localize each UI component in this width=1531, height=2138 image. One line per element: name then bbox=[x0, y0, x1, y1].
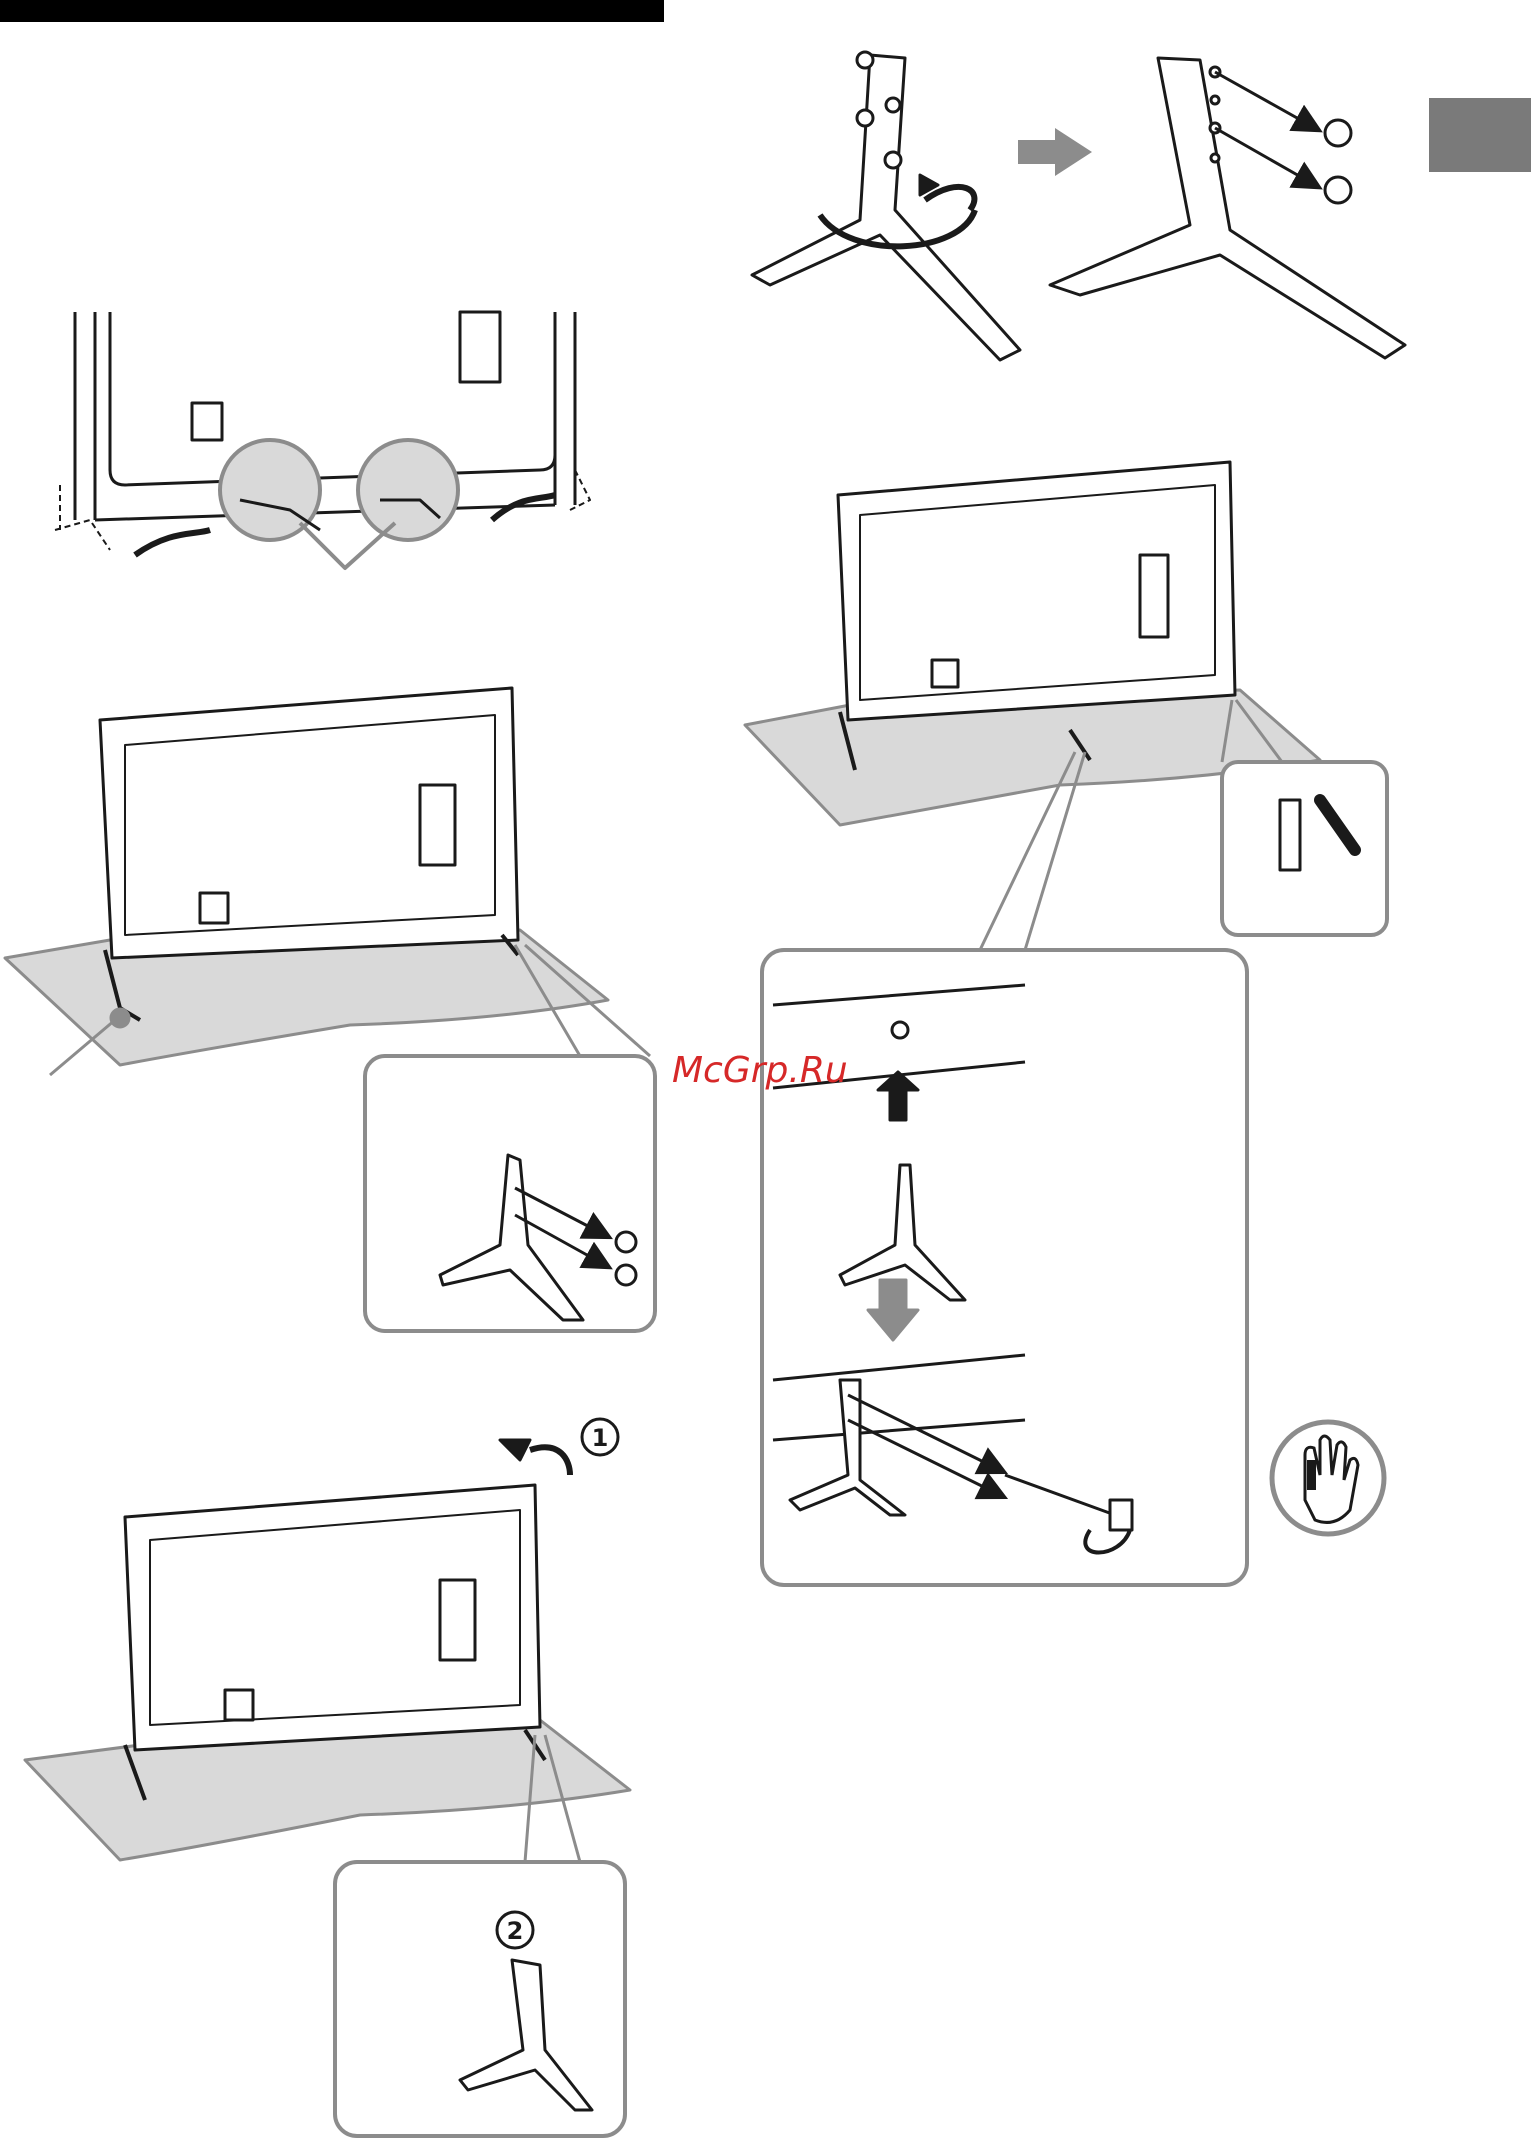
watermark-text: McGrp.Ru bbox=[672, 1050, 848, 1091]
black-header-bar bbox=[0, 0, 664, 22]
tv-bottom-insert-figure bbox=[55, 312, 590, 568]
gray-right-arrow bbox=[1018, 128, 1092, 176]
gray-section-tab bbox=[1429, 98, 1531, 172]
stand-screws-figure bbox=[1050, 58, 1405, 358]
tv-rotate-figure: 1 2 bbox=[25, 1419, 630, 2136]
step-one-callout: 1 bbox=[592, 1424, 609, 1452]
tv-cover-figure bbox=[745, 462, 1387, 1585]
hand-pinch-warning-icon bbox=[1272, 1422, 1384, 1534]
stand-rotate-figure bbox=[752, 52, 1020, 360]
tv-on-table-figure bbox=[5, 688, 655, 1331]
step-two-callout: 2 bbox=[507, 1917, 524, 1945]
